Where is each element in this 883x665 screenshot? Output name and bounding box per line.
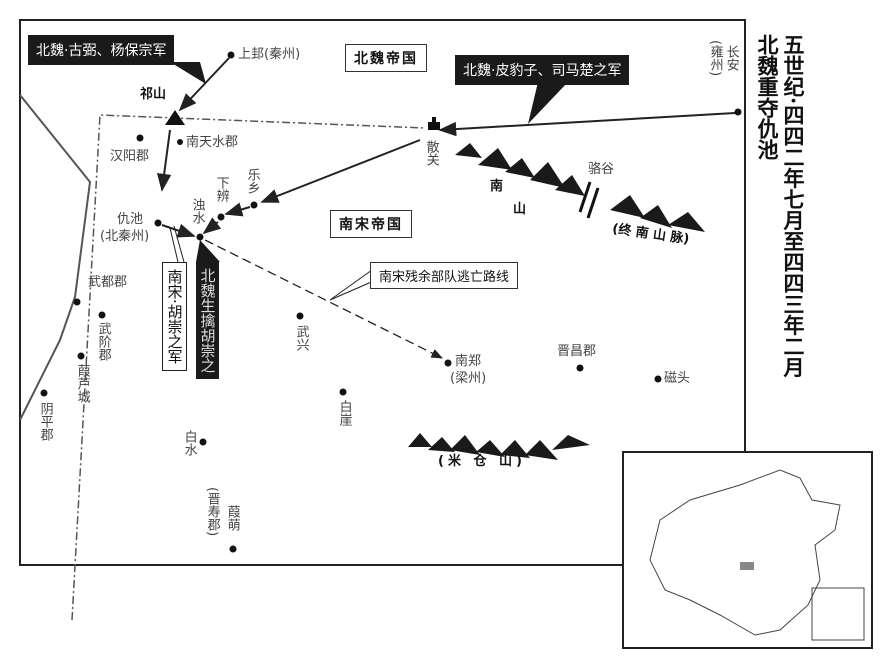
place-baishui: 白水 [181, 430, 197, 456]
place-baiya: 白崖 [336, 400, 352, 426]
place-dots [40, 51, 742, 553]
mountain-label-nan: 南 [490, 179, 504, 194]
callout-pibaozi-army: 北魏·皮豹子、司马楚之军 [455, 55, 630, 85]
place-nanzheng: 南郑 [455, 354, 482, 369]
place-qishan: 祁山 [140, 87, 167, 102]
callout-gubi-army: 北魏·古弼、杨保宗军 [28, 35, 175, 65]
callout-pointer [329, 269, 377, 301]
mountain-label-micang: (米 仓 山) [438, 454, 526, 469]
place-jinshou: (晋寿郡) [204, 487, 220, 537]
callout-pointer [528, 82, 568, 124]
place-lexiang: 乐乡 [244, 168, 260, 194]
route-arrow [202, 217, 222, 235]
place-zhuoshui: 浊水 [189, 198, 205, 224]
callout-retreat-route: 南宋残余部队逃亡路线 [370, 262, 519, 289]
place-wudu: 武都郡 [88, 275, 128, 290]
place-qiuchi: 仇池 [117, 212, 144, 227]
inset-highlight-region [740, 562, 754, 570]
route-arrow [178, 57, 230, 112]
place-hanyang: 汉阳郡 [110, 149, 150, 164]
place-changan: 长安 [723, 45, 739, 71]
place-jinchang: 晋昌郡 [557, 344, 597, 359]
luogu-pass [578, 181, 592, 213]
place-wuxing: 武兴 [293, 325, 309, 351]
inset-china-outline [649, 469, 841, 636]
region-label-southern-song: 南宋帝国 [330, 210, 412, 238]
callout-pointer [169, 227, 179, 263]
place-jialu: 葭芦城 [74, 364, 90, 403]
route-arrow [438, 112, 736, 137]
retreat-route [204, 239, 444, 359]
map-frame [19, 19, 746, 566]
place-yinping: 阴平郡 [37, 402, 53, 441]
route-arrow [260, 139, 421, 203]
border-dash-dot [71, 114, 426, 621]
region-label-north-wei: 北魏帝国 [345, 44, 427, 72]
route-arrow [157, 129, 172, 192]
territory-boundary [19, 94, 92, 421]
place-nantianshui: 南天水郡 [186, 135, 239, 150]
place-beiqinzhou: (北秦州) [100, 229, 150, 244]
micang-range [408, 433, 590, 460]
place-citou: 磁头 [664, 371, 691, 386]
callout-huchong-army: 南宋·胡崇之军 [162, 262, 187, 371]
inset-south-sea-box [811, 587, 865, 641]
place-jiameng: 葭萌 [224, 505, 240, 531]
place-shanggui: 上邽(秦州) [238, 47, 301, 62]
map-title-event: 北魏重夺仇池 [755, 34, 780, 160]
callout-pointer [170, 62, 206, 84]
place-liangzhou: (梁州) [450, 371, 487, 386]
map-title-period: 五世纪·四四二年七月至四四三年二月 [781, 34, 806, 378]
route-arrow [161, 223, 196, 238]
place-wujie: 武阶郡 [95, 322, 111, 361]
nanshan-range [455, 143, 705, 232]
route-arrow [224, 202, 251, 217]
place-yongzhou: (雍州) [707, 40, 723, 77]
qishan-mountain-icon [165, 110, 185, 125]
place-luogu: 骆谷 [588, 162, 615, 177]
place-xiabian: 下辨 [213, 176, 229, 202]
callout-capture: 北魏生擒胡崇之 [196, 262, 219, 379]
place-sanguan: 散关 [423, 140, 439, 166]
fort-icon [428, 117, 440, 130]
callout-pointer [196, 240, 220, 262]
mountain-label-shan: 山 [513, 202, 527, 217]
